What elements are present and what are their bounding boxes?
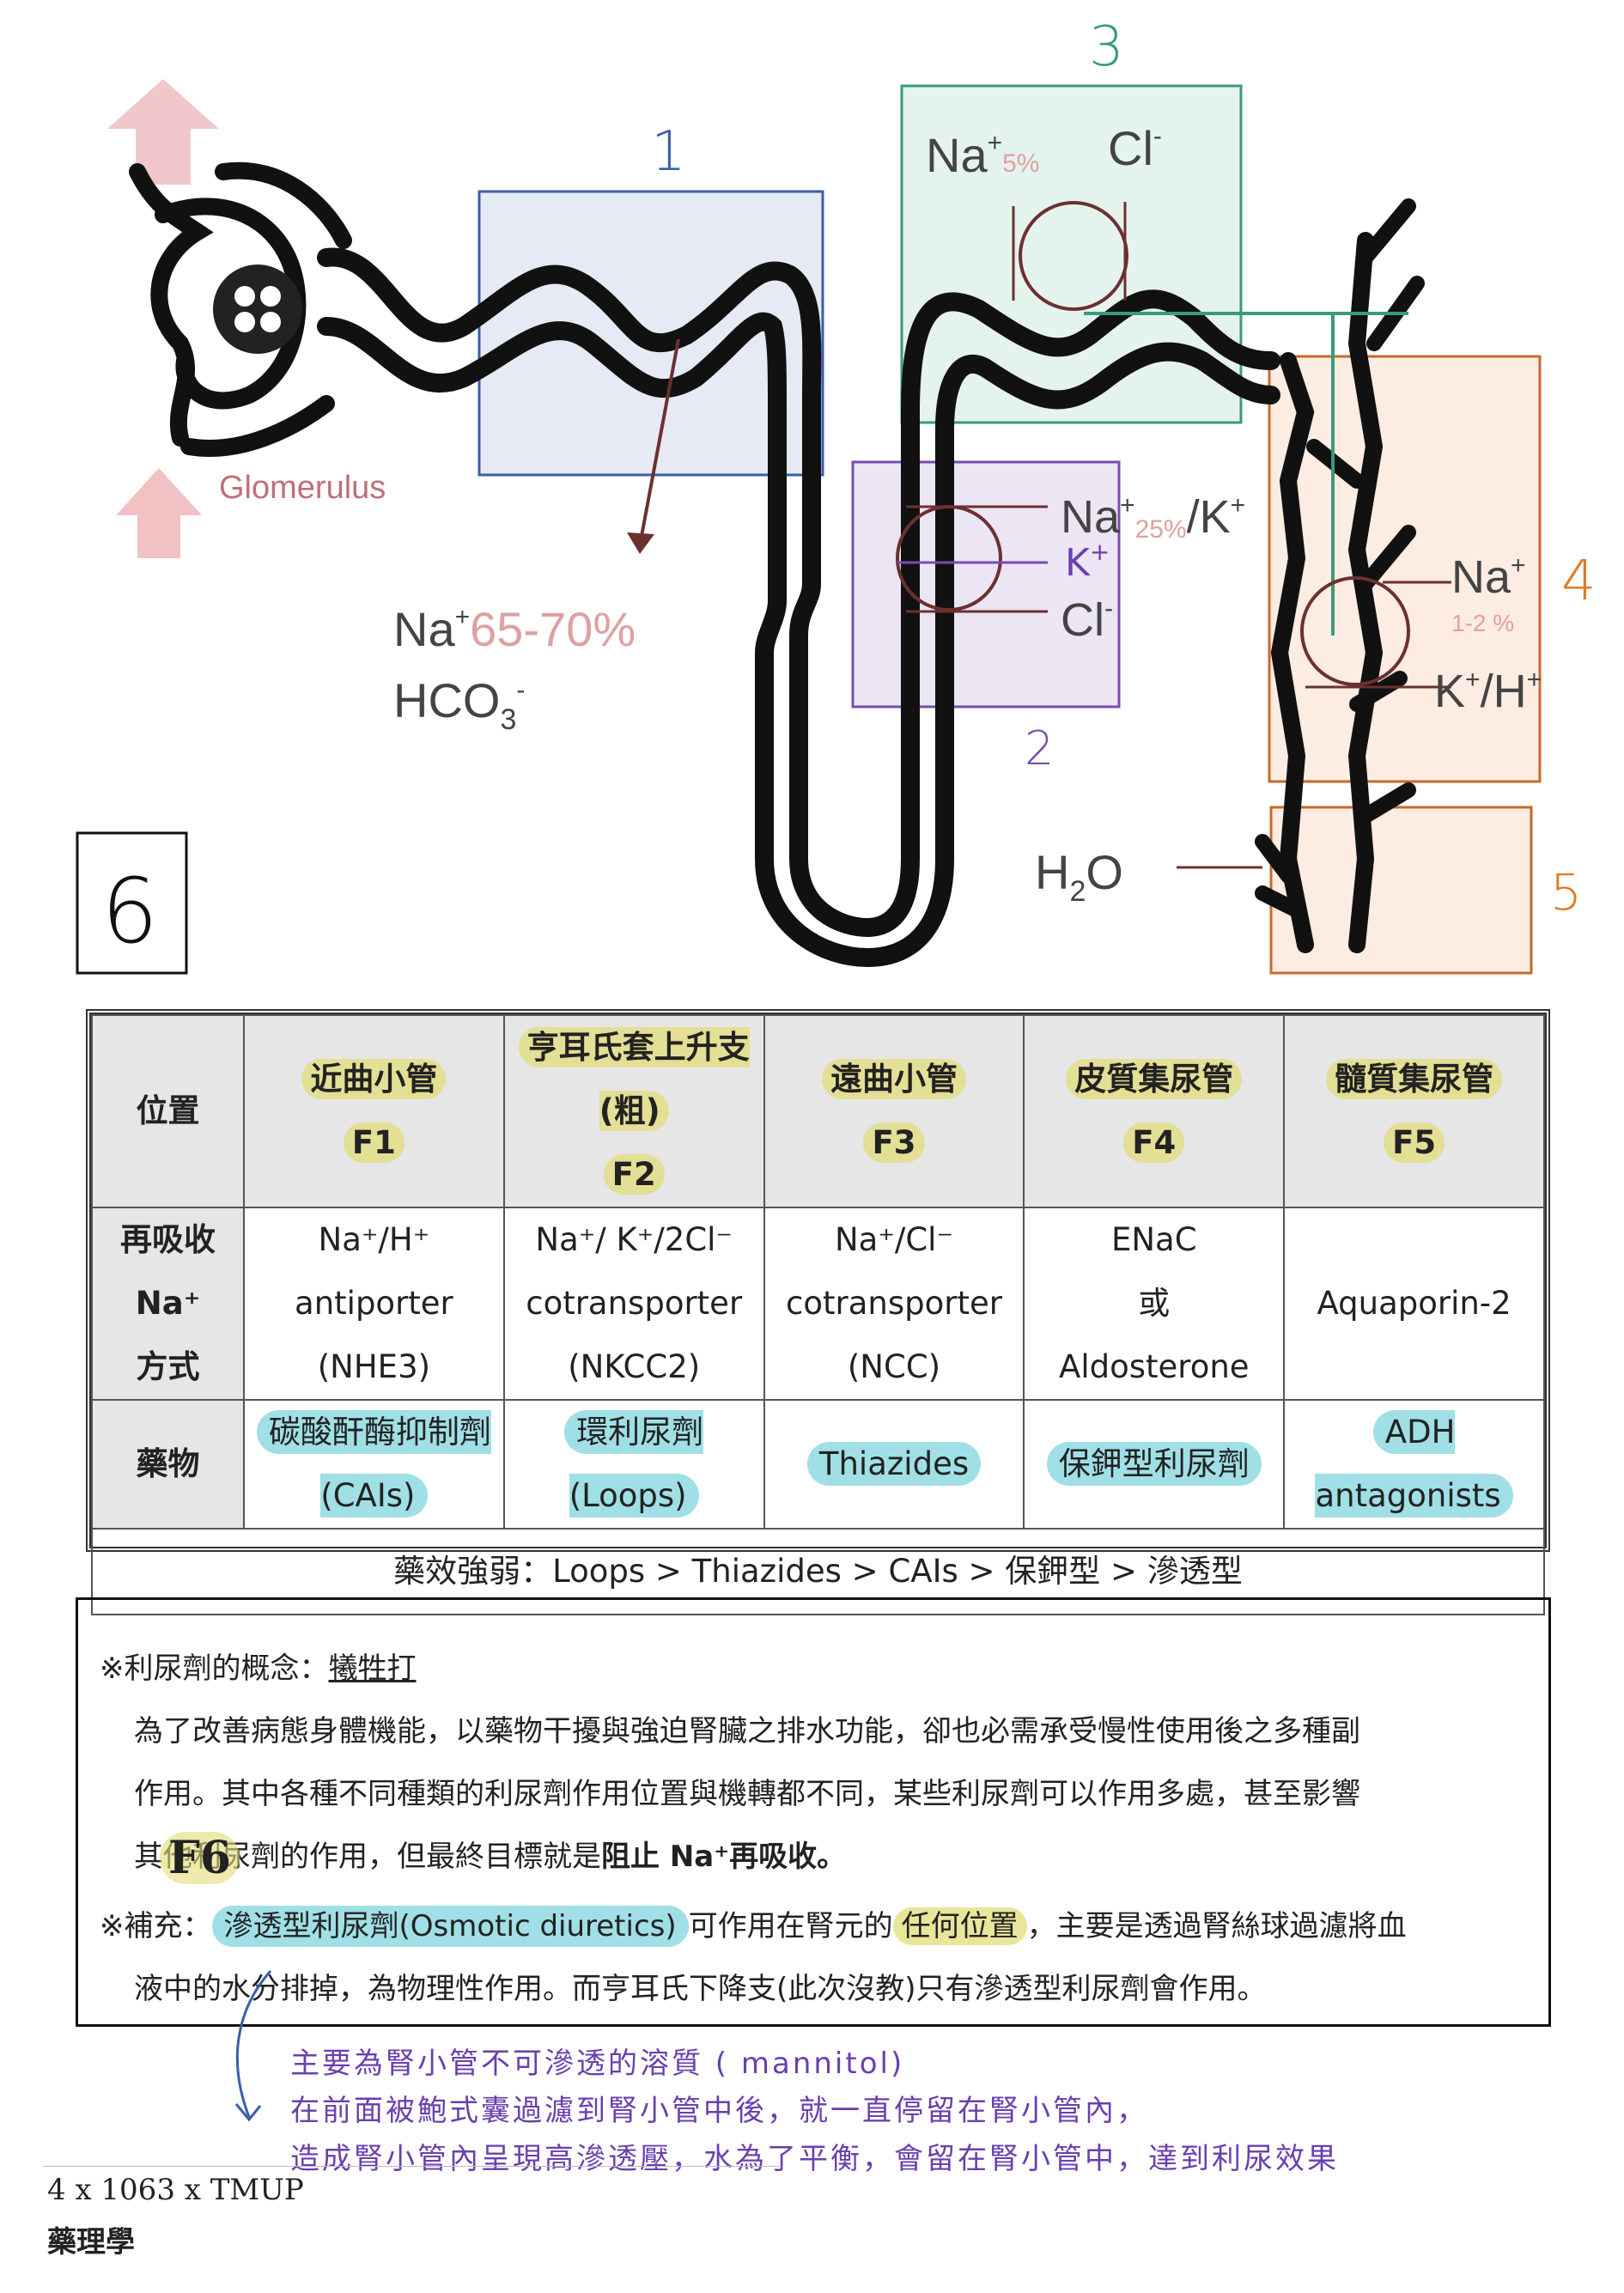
zone-number-2: 2 [1025,721,1055,775]
zone4-box [1268,355,1542,783]
zone4-na: Na [1451,551,1511,603]
table-cell-reabsorb-f5: Aquaporin-2 [1283,1207,1545,1401]
supplement-line1: ※補充：滲透型利尿劑(Osmotic diuretics)可作用在腎元的任何位置… [100,1902,1407,1947]
zone4-kh: K [1434,666,1465,717]
table-cell-reabsorb-f3: Na⁺/Cl⁻cotransporter(NCC) [763,1207,1025,1401]
zone-number-4: 4 [1561,550,1597,613]
blood-flow-arrows [107,79,219,558]
table-header-position: 位置 [91,1014,245,1208]
annotation-arrow [234,1970,272,2122]
footer-course-code: 4 x 1063 x TMUP [47,2173,304,2207]
svg-text:Na+25%/K+: Na+25%/K+ [1061,491,1245,544]
zone3-cl: Cl [1108,121,1153,175]
svg-text:HCO3-: HCO3- [393,673,525,736]
zone-number-1: 1 [651,120,686,184]
zone2-cl: Cl [1061,594,1104,646]
table-cell-reabsorb-f2: Na⁺/ K⁺/2Cl⁻cotransporter(NKCC2) [502,1207,765,1401]
section-marker-box [76,831,188,975]
footer-divider [43,2166,782,2167]
svg-text:Cl-: Cl- [1061,594,1113,646]
svg-text:Na+65-70%: Na+65-70% [393,602,636,656]
zone-number-5: 5 [1550,863,1582,921]
svg-text:Na+5%: Na+5% [926,128,1039,182]
nephron-diagram: Glomerulus Na+65-70% HCO3- Na+25%/K+ K+ … [76,79,1542,975]
table-cell-drug-f1: 碳酸酐酶抑制劑(CAIs) [243,1399,505,1530]
supplement-line2: 液中的水分排掉，為物理性作用。而亨耳氏下降支(此次沒教)只有滲透型利尿劑會作用。 [134,1972,1267,2006]
table-potency-row: 藥效強弱：Loops > Thiazides > CAIs > 保鉀型 > 滲透… [91,1528,1545,1615]
concept-paragraph-line2: 作用。其中各種不同種類的利尿劑作用位置與機轉都不同，某些利尿劑可以作用多處，甚至… [134,1777,1360,1811]
zone1-na: Na [393,602,455,656]
zone4-pct: 1-2 % [1451,610,1514,636]
svg-text:Cl-: Cl- [1108,121,1162,175]
concept-title-line: ※利尿劑的概念：犧牲打 [100,1651,417,1686]
table-cell-reabsorb-f1: Na⁺/H⁺antiporter(NHE3) [243,1207,505,1401]
glomerulus-label: Glomerulus [219,470,386,506]
concept-key: 犧牲打 [328,1651,417,1686]
zone2-box [851,460,1121,709]
table-cell-drug-f4: 保鉀型利尿劑 [1023,1399,1286,1530]
table-row-drug-label: 藥物 [91,1399,245,1530]
table-cell-drug-f3: Thiazides [763,1399,1025,1530]
table-col-f2: 亨耳氏套上升支(粗)F2 [502,1014,765,1208]
zone5-box [1269,806,1533,975]
f6-marker: F6 [160,1832,240,1884]
handwritten-note-line2: 在前面被鮑式囊過濾到腎小管中後，就一直停留在腎小管內， [290,2094,1148,2128]
zone1-hco: HCO [393,673,500,727]
concept-paragraph-line1: 為了改善病態身體機能，以藥物干擾與強迫腎臟之排水功能，卻也必需承受慢性使用後之多… [134,1714,1360,1749]
svg-text:K+/H+: K+/H+ [1434,666,1542,717]
zone2-k-hand: K+ [1065,538,1110,585]
glomerulus-core [213,265,302,354]
concept-paragraph-line3: 其他利尿劑的作用，但最終目標就是阻止 Na⁺再吸收。 [134,1840,847,1874]
zone3-na: Na [926,128,988,182]
zone2-na: Na [1061,491,1121,543]
handwritten-note-line3: 造成腎小管內呈現高滲透壓，水為了平衡，會留在腎小管中，達到利尿效果 [290,2142,1339,2176]
svg-text:Na+: Na+ [1451,551,1526,603]
handwritten-note-line1: 主要為腎小管不可滲透的溶質 ( mannitol) [290,2047,905,2081]
zone1-pct: 65-70% [470,602,636,656]
section-marker-number: 6 [101,859,159,964]
zone-number-3: 3 [1089,15,1124,79]
zone5-h2o: H [1035,845,1069,899]
table-cell-drug-f2: 環利尿劑(Loops) [502,1399,765,1530]
svg-text:H2O: H2O [1035,845,1123,908]
footer-subject: 藥理學 [47,2225,135,2260]
diuretic-concept-note: ※利尿劑的概念：犧牲打 為了改善病態身體機能，以藥物干擾與強迫腎臟之排水功能，卻… [76,1597,1551,2027]
